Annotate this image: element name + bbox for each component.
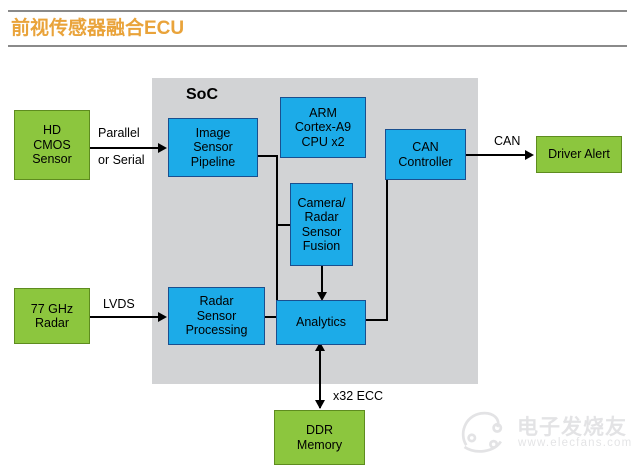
- connector-sensor-bus-vertical: [276, 155, 278, 318]
- connector-can-to-driver-alert: [466, 154, 526, 156]
- block-image-sensor-pipeline[interactable]: Image Sensor Pipeline: [168, 118, 258, 177]
- block-arm-cortex-a9-cpu[interactable]: ARM Cortex-A9 CPU x2: [280, 97, 366, 158]
- arrowhead-ddr-to-analytics: [315, 342, 325, 351]
- arrowhead-analytics-to-ddr: [315, 400, 325, 409]
- soc-label: SoC: [186, 86, 218, 103]
- connector-pipeline-stub: [258, 155, 278, 157]
- block-camera-radar-sensor-fusion-label: Camera/ Radar Sensor Fusion: [297, 195, 346, 254]
- block-analytics-label: Analytics: [295, 315, 347, 330]
- block-77ghz-radar-label: 77 GHz Radar: [30, 301, 74, 331]
- connector-radar-to-processing: [89, 316, 159, 318]
- block-camera-radar-sensor-fusion[interactable]: Camera/ Radar Sensor Fusion: [290, 183, 353, 266]
- arrowhead-radar-to-processing: [158, 312, 167, 322]
- arrowhead-fusion-to-analytics: [317, 292, 327, 301]
- elecfans-logo-icon: [461, 411, 503, 453]
- arrowhead-can-to-driver-alert: [525, 150, 534, 160]
- edge-label-x32-ecc: x32 ECC: [333, 389, 384, 403]
- edge-label-lvds: LVDS: [103, 297, 135, 311]
- connector-fusion-to-analytics: [321, 266, 323, 294]
- connector-analytics-to-can-vertical: [386, 157, 388, 320]
- block-analytics[interactable]: Analytics: [276, 300, 366, 345]
- block-image-sensor-pipeline-label: Image Sensor Pipeline: [190, 125, 236, 169]
- watermark: 电子发烧友 www.elecfans.com: [455, 405, 633, 467]
- block-hd-cmos-sensor[interactable]: HD CMOS Sensor: [14, 110, 90, 180]
- block-radar-sensor-processing[interactable]: Radar Sensor Processing: [168, 287, 265, 345]
- title-rule-bottom: [8, 45, 627, 47]
- arrowhead-cmos-to-pipeline: [158, 143, 167, 153]
- title-rule-top: [8, 10, 627, 12]
- block-arm-cortex-a9-cpu-label: ARM Cortex-A9 CPU x2: [294, 105, 352, 149]
- edge-label-parallel: Parallel: [98, 126, 140, 140]
- edge-label-can: CAN: [494, 134, 521, 148]
- page-title: 前视传感器融合ECU: [11, 18, 185, 39]
- connector-cmos-to-pipeline: [89, 147, 159, 149]
- watermark-site-name: 电子发烧友: [517, 416, 627, 439]
- edge-label-or-serial: or Serial: [98, 153, 145, 167]
- block-ddr-memory-label: DDR Memory: [296, 423, 343, 452]
- block-hd-cmos-sensor-label: HD CMOS Sensor: [32, 123, 72, 167]
- block-can-controller[interactable]: CAN Controller: [385, 129, 466, 180]
- block-driver-alert[interactable]: Driver Alert: [536, 136, 622, 173]
- watermark-site-url: www.elecfans.com: [518, 437, 633, 449]
- connector-analytics-to-ddr: [319, 345, 321, 408]
- block-radar-sensor-processing-label: Radar Sensor Processing: [185, 294, 248, 338]
- block-77ghz-radar[interactable]: 77 GHz Radar: [14, 288, 90, 344]
- connector-analytics-stub: [366, 319, 388, 321]
- block-can-controller-label: CAN Controller: [398, 140, 453, 169]
- block-driver-alert-label: Driver Alert: [548, 147, 610, 162]
- connector-bus-to-fusion: [276, 224, 290, 226]
- block-ddr-memory[interactable]: DDR Memory: [274, 410, 365, 465]
- connector-processing-stub: [265, 316, 278, 318]
